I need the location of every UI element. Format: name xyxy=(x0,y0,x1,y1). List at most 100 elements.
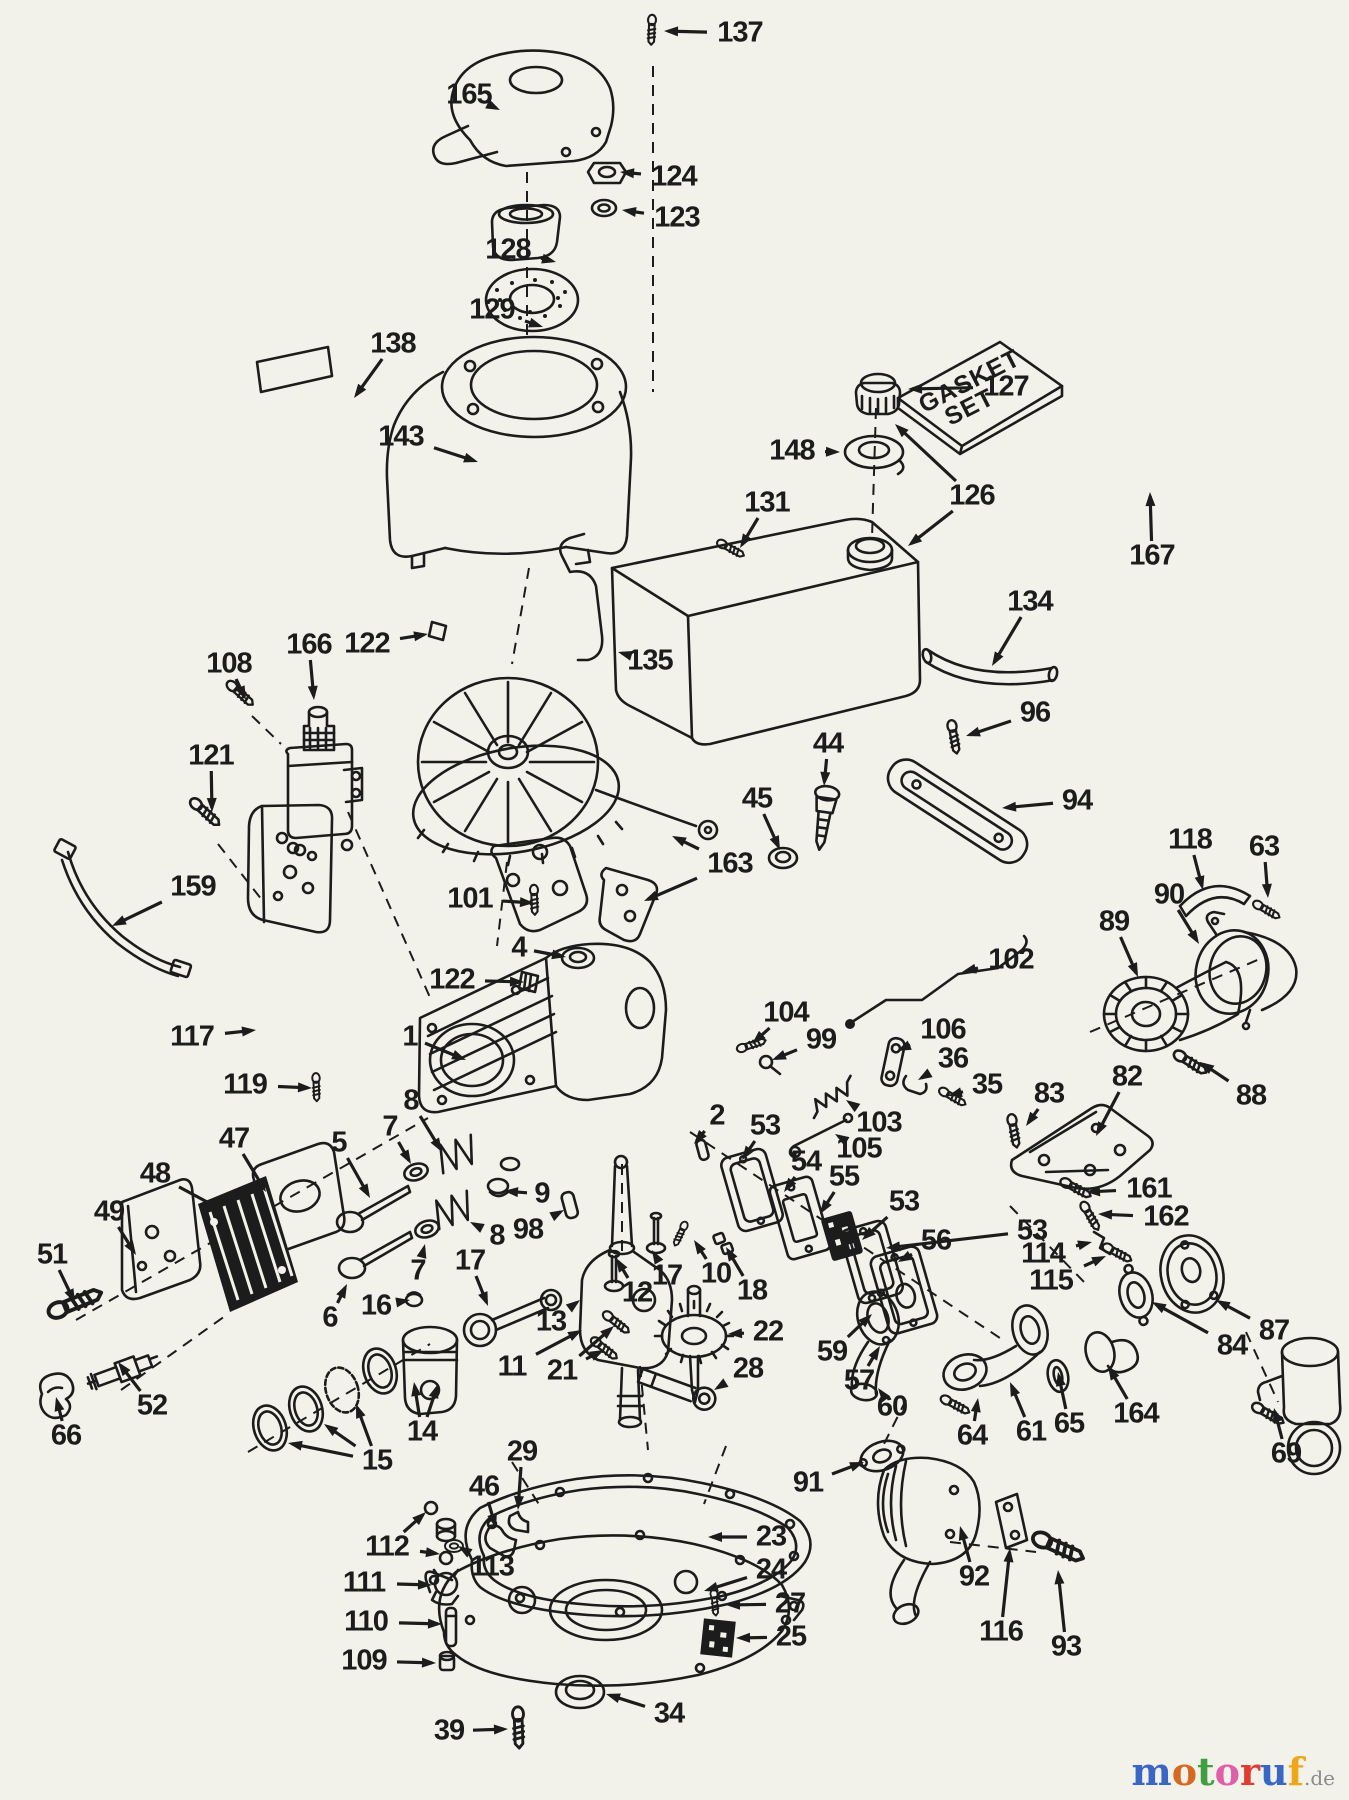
clip-118 xyxy=(1178,884,1252,918)
leader-arrowhead xyxy=(124,1240,136,1255)
part-label-27-107: 27 xyxy=(774,1587,806,1620)
leader-arrowhead xyxy=(962,963,977,974)
part-label-138-6: 138 xyxy=(370,327,416,360)
leader-arrowhead xyxy=(1077,1240,1092,1251)
leader-arrowhead xyxy=(358,1183,370,1198)
pump-pin-110 xyxy=(444,1606,458,1648)
leader-arrowhead xyxy=(487,1513,497,1528)
part-label-25-108: 25 xyxy=(775,1620,807,1653)
part-label-121-18: 121 xyxy=(188,739,234,772)
blower-housing-143 xyxy=(385,335,633,570)
part-label-88-43: 88 xyxy=(1235,1079,1267,1112)
part-label-4-31: 4 xyxy=(511,931,527,964)
part-label-103-44: 103 xyxy=(856,1106,902,1139)
intake-elbow-61 xyxy=(942,1304,1049,1391)
part-label-159-24: 159 xyxy=(170,870,216,903)
part-label-46-99: 46 xyxy=(468,1470,500,1503)
leader-arrowhead xyxy=(207,1198,222,1210)
carb-bracket-82 xyxy=(1009,1103,1154,1191)
part-label-56-52: 56 xyxy=(920,1224,952,1257)
leader-arrowhead xyxy=(451,1050,466,1060)
oil-seal-34 xyxy=(554,1674,606,1710)
part-label-21-77: 21 xyxy=(546,1354,578,1387)
watermark-letter: u xyxy=(1260,1749,1288,1794)
part-label-108-17: 108 xyxy=(206,647,252,680)
leader-arrowhead xyxy=(1096,1121,1107,1136)
part-label-113-101: 113 xyxy=(470,1550,515,1583)
leader-arrowhead xyxy=(862,1226,876,1240)
part-label-114-67: 114 xyxy=(1021,1237,1066,1270)
clip-122 xyxy=(427,620,448,642)
check-balls-112 xyxy=(423,1500,457,1566)
part-label-89-28: 89 xyxy=(1098,905,1130,938)
watermark-letter: m xyxy=(1131,1749,1172,1794)
part-label-52-83: 52 xyxy=(136,1389,168,1422)
oil-plug-44 xyxy=(813,784,841,851)
leader-arrowhead xyxy=(307,685,318,700)
leader-arrowhead xyxy=(742,1145,754,1160)
leader-arrowhead xyxy=(740,533,752,548)
part-label-59-80: 59 xyxy=(816,1335,848,1368)
leader-arrowhead xyxy=(897,1040,912,1051)
part-label-115-68: 115 xyxy=(1029,1264,1074,1297)
leader-arrowhead xyxy=(618,650,633,661)
leader-arrowhead xyxy=(714,1378,729,1390)
elbow-29 xyxy=(507,1510,530,1534)
watermark-motoruf[interactable]: motoruf.de xyxy=(1131,1749,1335,1794)
leader-arrowhead xyxy=(427,1618,442,1629)
piston-rings-15 xyxy=(251,1347,399,1452)
leader-arrowhead xyxy=(1200,1062,1215,1074)
part-label-92-95: 92 xyxy=(958,1560,990,1593)
adapter-plate-87 xyxy=(1159,1234,1225,1314)
watermark-suffix: .de xyxy=(1304,1766,1335,1790)
part-label-116-96: 116 xyxy=(979,1615,1024,1648)
leader-arrowhead xyxy=(297,1082,312,1093)
connecting-rod-17 xyxy=(462,1288,563,1348)
leader-arrowhead xyxy=(493,1724,508,1735)
part-label-126-10: 126 xyxy=(949,479,995,512)
leader-arrowhead xyxy=(421,1657,436,1668)
leader-arrowhead xyxy=(1091,1256,1106,1267)
part-label-7-64: 7 xyxy=(410,1254,426,1287)
starter-screen-129 xyxy=(484,267,580,333)
tank-bushing-148 xyxy=(843,434,905,476)
leader-arrowhead xyxy=(412,1512,426,1526)
part-label-118-25: 118 xyxy=(1168,823,1213,856)
part-label-5-55: 5 xyxy=(331,1126,347,1159)
leader-arrowhead xyxy=(519,897,534,908)
breather-57-59-60 xyxy=(849,1290,901,1402)
leader-arrowhead xyxy=(752,1030,766,1044)
electric-starter-166 xyxy=(285,705,364,855)
crankshaft-13 xyxy=(578,1154,674,1429)
leader-arrowhead xyxy=(549,1210,564,1222)
watermark-letter: f xyxy=(1287,1749,1304,1794)
part-label-11-76: 11 xyxy=(497,1350,528,1383)
leader-arrowhead xyxy=(336,1284,347,1299)
part-label-36-39: 36 xyxy=(937,1042,969,1075)
part-label-15-86: 15 xyxy=(361,1444,393,1477)
leader-arrowhead xyxy=(1145,492,1156,507)
cover-plate-56 xyxy=(869,1245,939,1335)
governor-rod-102 xyxy=(845,934,1028,1029)
cam-rod-28 xyxy=(636,1367,717,1411)
leader-arrowhead xyxy=(769,835,780,850)
leader-arrowhead xyxy=(254,1177,266,1192)
leader-arrowhead xyxy=(551,949,566,960)
leader-arrowhead xyxy=(895,424,909,438)
leader-arrowhead xyxy=(416,1244,427,1259)
leader-arrowhead xyxy=(992,651,1004,666)
part-label-8-53: 8 xyxy=(403,1084,419,1117)
leader-arrowhead xyxy=(898,1250,913,1262)
leader-arrowhead xyxy=(589,1350,604,1361)
oil-pump-111 xyxy=(430,1568,460,1606)
leader-arrowhead xyxy=(616,1258,628,1273)
leader-arrowhead xyxy=(948,1087,963,1098)
leader-arrowhead xyxy=(772,1050,787,1060)
part-label-55-49: 55 xyxy=(828,1160,860,1193)
leader-arrowhead xyxy=(54,1397,65,1412)
leader-arrowhead xyxy=(820,771,831,786)
part-label-98-59: 98 xyxy=(512,1213,544,1246)
leader-arrowhead xyxy=(1002,801,1017,812)
